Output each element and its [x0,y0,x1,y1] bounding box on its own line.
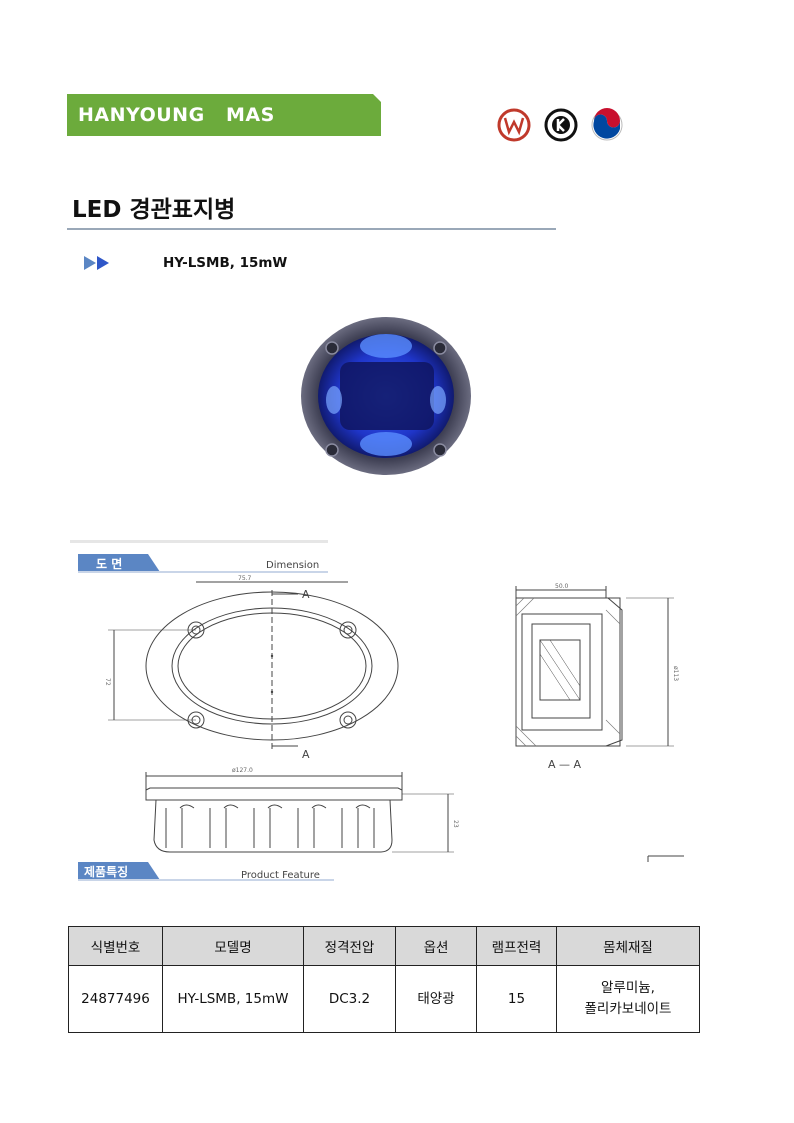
dimension-section-header: 도 면 Dimension [70,540,328,573]
dim-height-label: 23 [452,820,459,828]
header-model: 모델명 [162,926,304,966]
page-title: LED 경관표지병 [72,197,236,223]
cell-id: 24877496 [68,965,163,1033]
header-body-material: 몸체재질 [556,926,700,966]
dim-top-label: 75.7 [238,575,252,582]
section-mark-top: A [302,588,310,601]
dimension-section-label: 도 면 [96,556,122,571]
brand-bar: HANYOUNG MAS [67,94,381,136]
cert-w-icon [497,108,531,142]
korea-flag-icon [591,108,623,141]
top-view [108,581,399,750]
cell-voltage: DC3.2 [303,965,396,1033]
section-caption: A — A [548,758,582,771]
section-mark-bottom: A [302,748,310,761]
spec-header-row: 식별번호 모델명 정격전압 옵션 램프전력 몸체재질 [68,926,700,966]
cell-lamp-power: 15 [476,965,557,1033]
cell-model: HY-LSMB, 15mW [162,965,304,1033]
header-id: 식별번호 [68,926,163,966]
feature-section-label: 제품특징 [84,864,128,879]
model-heading: HY-LSMB, 15mW [163,255,288,271]
table-row: 24877496 HY-LSMB, 15mW DC3.2 태양광 15 알루미늄… [68,965,700,1033]
dim-left-label: 72 [104,678,111,686]
cell-option: 태양광 [395,965,477,1033]
section-hatching [515,597,621,747]
cell-body-material: 알루미늄, 폴리카보네이트 [556,965,700,1033]
section-view [515,586,684,862]
dim-right-top-label: 50.0 [555,583,569,590]
feature-section-header: 제품특징 Product Feature [78,862,334,881]
header-option: 옵션 [395,926,477,966]
dimension-section-title: Dimension [266,560,319,571]
brand-name: HANYOUNG MAS [78,104,275,126]
cert-k-icon [544,108,578,142]
certification-icons [497,108,623,142]
double-arrow-icon [84,256,109,270]
spec-table: 식별번호 모델명 정격전압 옵션 램프전력 몸체재질 24877496 HY-L… [68,926,700,1033]
brand-bar-shape [67,94,381,136]
dim-right-side-label: ø113 [672,666,679,681]
feature-section-title: Product Feature [241,870,320,881]
header-lamp-power: 램프전력 [476,926,557,966]
dim-bottom-label: ø127.0 [232,767,253,774]
technical-drawing: 도 면 Dimension A A 75.7 72 ø127.0 23 [70,540,684,881]
title-divider [67,228,556,230]
side-view [145,772,454,853]
header-voltage: 정격전압 [303,926,396,966]
product-photo [301,317,471,475]
